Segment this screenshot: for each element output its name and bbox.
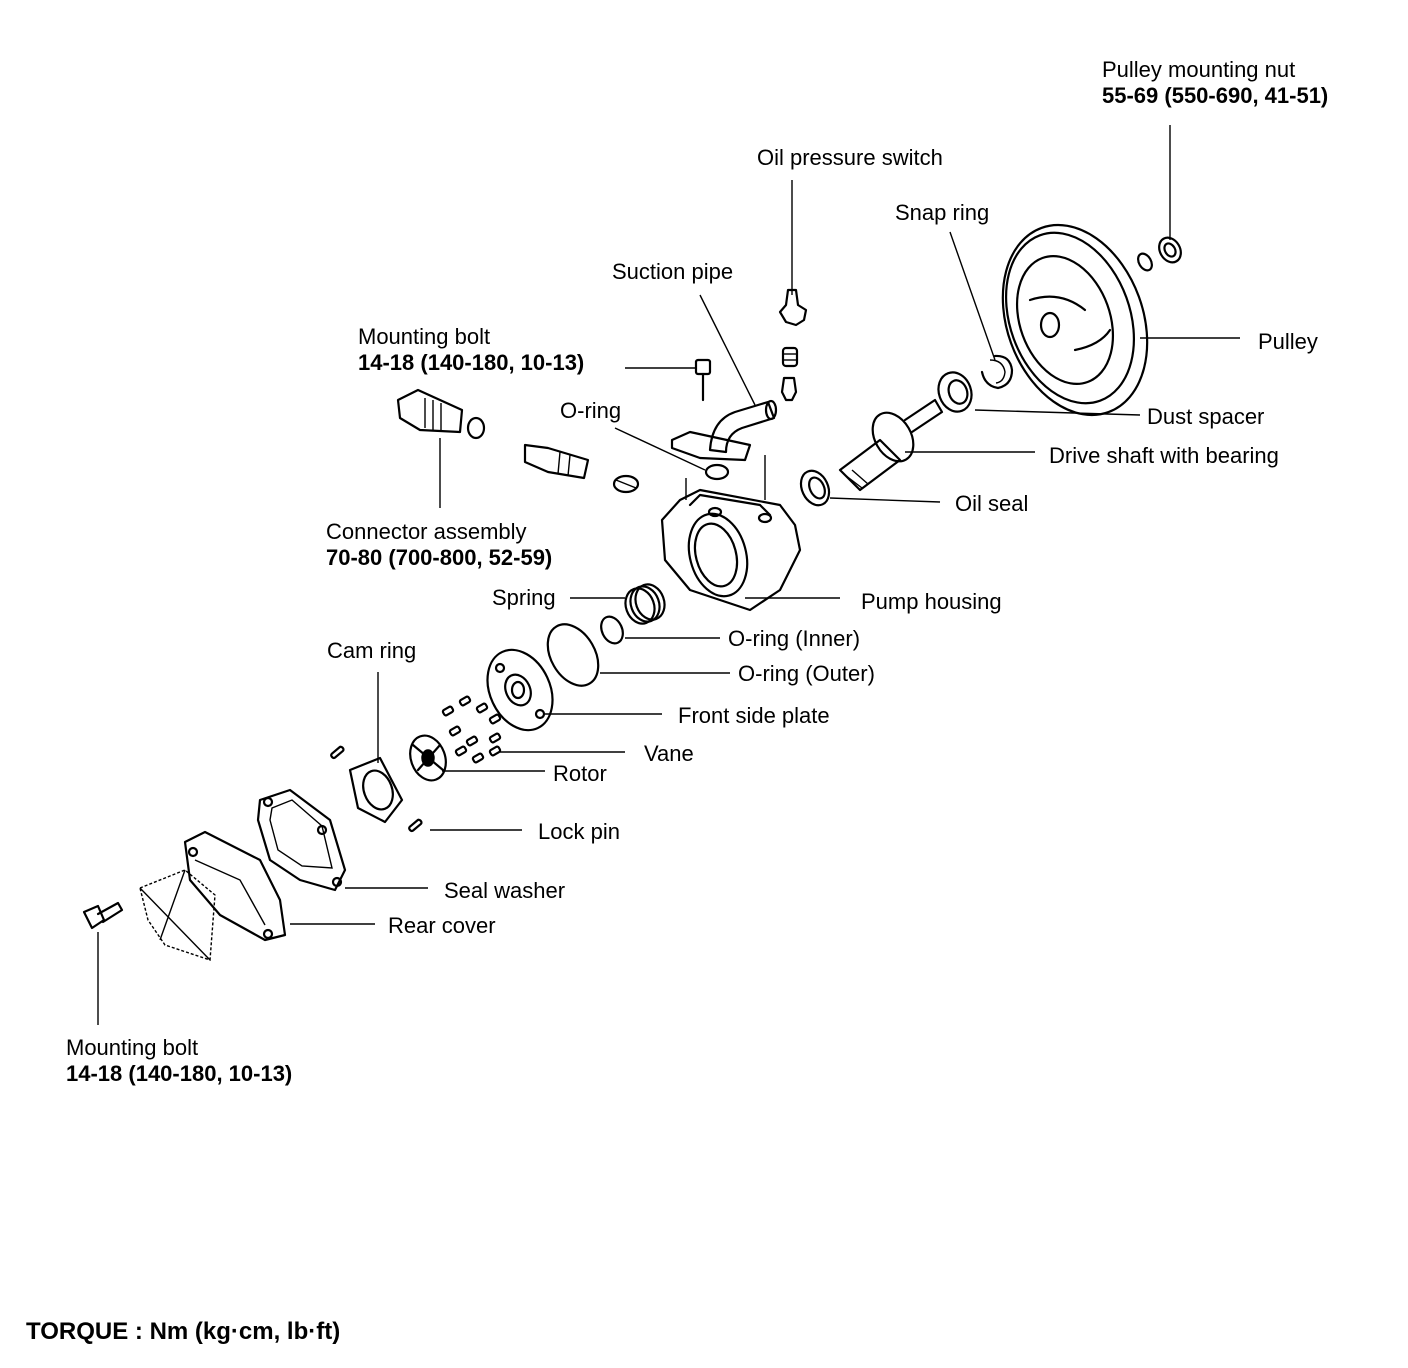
label-o-ring-inner: O-ring (Inner) [728, 626, 860, 652]
label-suction-pipe: Suction pipe [612, 259, 733, 285]
label-name: Rear cover [388, 913, 496, 938]
mounting-bolt-bottom-part [82, 901, 124, 930]
oil-seal-part [799, 469, 831, 507]
label-name: Pulley mounting nut [1102, 57, 1296, 82]
label-lock-pin: Lock pin [538, 819, 620, 845]
label-name: Pulley [1258, 329, 1318, 354]
label-name: Dust spacer [1147, 404, 1265, 429]
label-vane: Vane [644, 741, 694, 767]
label-name: Vane [644, 741, 694, 766]
label-name: Seal washer [444, 878, 566, 903]
label-snap-ring: Snap ring [895, 200, 989, 226]
rear-cover-part [139, 830, 287, 961]
label-name: Oil seal [955, 491, 1029, 516]
label-name: Lock pin [538, 819, 620, 844]
oil-pressure-switch-part [778, 288, 808, 402]
rotor-part [409, 734, 447, 782]
label-pulley-mounting-nut: Pulley mounting nut 55-69 (550-690, 41-5… [1102, 57, 1328, 109]
o-ring-part [704, 463, 730, 481]
label-oil-seal: Oil seal [955, 491, 1028, 517]
snap-ring-part [980, 354, 1014, 390]
o-ring-inner-part [600, 615, 624, 645]
label-name: O-ring (Outer) [738, 661, 875, 686]
label-oil-pressure-switch: Oil pressure switch [757, 145, 943, 171]
suction-pipe-part [670, 399, 778, 462]
o-ring-outer-part [546, 623, 600, 687]
label-connector-assembly: Connector assembly 70-80 (700-800, 52-59… [326, 519, 552, 571]
label-rear-cover: Rear cover [388, 913, 496, 939]
cam-ring-part [348, 756, 404, 824]
label-name: Mounting bolt [66, 1035, 199, 1060]
front-side-plate-part [486, 648, 554, 732]
pulley-nut-part [1137, 236, 1182, 272]
spring-part [624, 583, 666, 625]
lock-pin-part [330, 745, 423, 833]
label-spring: Spring [492, 585, 556, 611]
label-name: Snap ring [895, 200, 990, 225]
label-name: O-ring (Inner) [728, 626, 861, 651]
label-o-ring-outer: O-ring (Outer) [738, 661, 875, 687]
torque-units-note: TORQUE : Nm (kg·cm, lb·ft) [26, 1318, 341, 1345]
label-drive-shaft: Drive shaft with bearing [1049, 443, 1279, 469]
label-rotor: Rotor [553, 761, 607, 787]
label-pulley: Pulley [1258, 329, 1318, 355]
label-name: Suction pipe [612, 259, 734, 284]
mounting-bolt-top-part [694, 358, 712, 402]
label-o-ring: O-ring [560, 398, 621, 424]
seal-washer-part [256, 788, 347, 892]
dust-spacer-part [937, 371, 973, 413]
label-dust-spacer: Dust spacer [1147, 404, 1264, 430]
label-torque: 70-80 (700-800, 52-59) [326, 545, 553, 570]
label-name: Cam ring [327, 638, 417, 663]
drive-shaft-part [838, 398, 944, 492]
pulley-part [1001, 223, 1149, 417]
label-name: Front side plate [678, 703, 830, 728]
label-name: Drive shaft with bearing [1049, 443, 1279, 468]
label-mounting-bolt-bottom: Mounting bolt 14-18 (140-180, 10-13) [66, 1035, 292, 1087]
vanes-part [441, 695, 502, 764]
connector-assembly-part [396, 388, 640, 494]
label-name: Mounting bolt [358, 324, 491, 349]
label-torque: 14-18 (140-180, 10-13) [66, 1061, 293, 1086]
pump-housing-part [660, 455, 802, 612]
label-name: Oil pressure switch [757, 145, 943, 170]
label-name: Connector assembly [326, 519, 527, 544]
label-name: O-ring [560, 398, 622, 423]
label-name: Rotor [553, 761, 607, 786]
leader-lines [97, 125, 1240, 1025]
label-front-side-plate: Front side plate [678, 703, 830, 729]
label-mounting-bolt-top: Mounting bolt 14-18 (140-180, 10-13) [358, 324, 584, 376]
label-torque: 55-69 (550-690, 41-51) [1102, 83, 1329, 108]
label-pump-housing: Pump housing [861, 589, 1002, 615]
label-seal-washer: Seal washer [444, 878, 565, 904]
label-name: Spring [492, 585, 556, 610]
label-name: Pump housing [861, 589, 1002, 614]
label-cam-ring: Cam ring [327, 638, 416, 664]
label-torque: 14-18 (140-180, 10-13) [358, 350, 585, 375]
